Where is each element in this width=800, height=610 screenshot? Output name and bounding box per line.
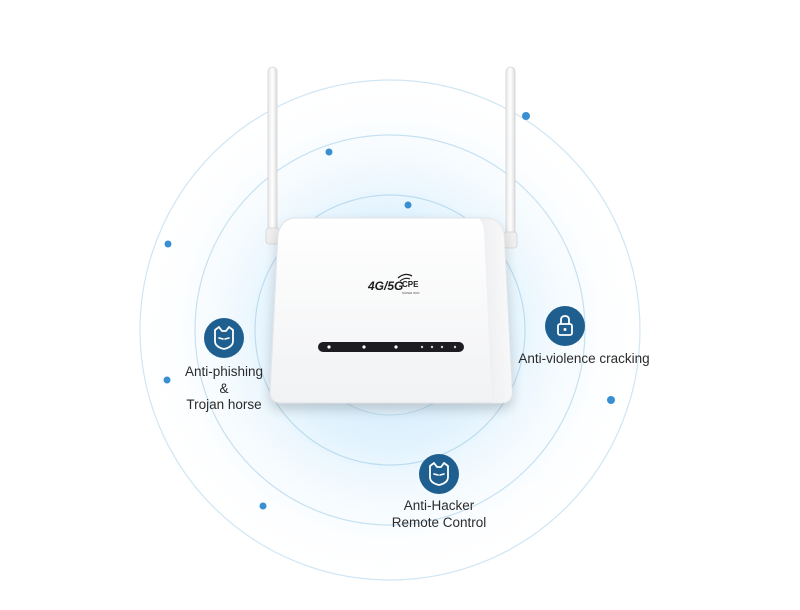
ring-dot bbox=[404, 201, 412, 209]
router-body bbox=[269, 217, 513, 404]
feature-label-cracking: Anti-violence cracking bbox=[504, 351, 664, 368]
ring-dot bbox=[164, 240, 172, 248]
port-led-icon bbox=[430, 345, 434, 349]
signal-ring-outer bbox=[139, 79, 641, 581]
badge-anti-hacker bbox=[419, 454, 459, 494]
signal-ring-middle bbox=[194, 134, 586, 526]
feature-title: Anti-violence cracking bbox=[518, 351, 650, 366]
power-led-icon bbox=[327, 345, 331, 349]
logo-text: 4G/5G bbox=[367, 279, 403, 293]
device-logo: 4G/5G CPE SUPER WIFI bbox=[367, 273, 420, 295]
signal-ring-inner bbox=[254, 194, 526, 466]
signal-led-icon bbox=[362, 345, 366, 349]
shield-cat-icon bbox=[429, 462, 449, 486]
port-led-icon bbox=[440, 345, 444, 349]
antenna-right bbox=[503, 66, 518, 249]
wifi-led-icon bbox=[394, 345, 398, 349]
shield-cat-icon bbox=[214, 326, 234, 350]
feature-title: Anti-phishing bbox=[184, 364, 264, 379]
feature-title: Trojan horse bbox=[186, 397, 262, 412]
badge-anti-phishing bbox=[204, 318, 244, 358]
feature-title: & bbox=[219, 380, 229, 396]
ring-dot bbox=[163, 376, 171, 384]
feature-label-phishing: Anti-phishing & Trojan horse bbox=[164, 364, 284, 414]
port-led-icon bbox=[453, 345, 457, 349]
ring-dot bbox=[607, 396, 615, 404]
ring-dot bbox=[259, 502, 267, 510]
led-strip bbox=[318, 342, 464, 352]
feature-label-hacker: Anti-Hacker Remote Control bbox=[374, 498, 504, 531]
logo-sub: CPE bbox=[402, 280, 419, 289]
lock-icon bbox=[557, 315, 573, 336]
badge-anti-cracking bbox=[545, 306, 585, 346]
feature-title: Anti-Hacker bbox=[403, 498, 475, 513]
logo-tagline: SUPER WIFI bbox=[402, 291, 420, 295]
ring-dot bbox=[522, 112, 530, 120]
port-led-icon bbox=[420, 345, 424, 349]
feature-title: Remote Control bbox=[391, 514, 487, 530]
ring-dot bbox=[325, 148, 333, 156]
antenna-left bbox=[265, 66, 280, 245]
